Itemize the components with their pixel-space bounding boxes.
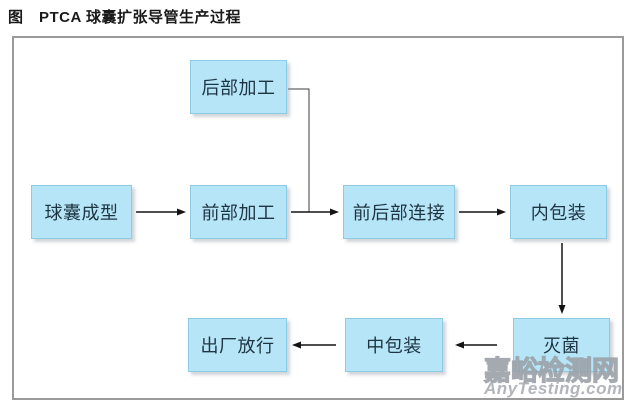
flow-node-sterilization: 灭菌 <box>513 318 610 372</box>
flow-node-factory-release: 出厂放行 <box>188 318 287 372</box>
flow-arrows <box>136 88 566 349</box>
connector-rear-to-junction <box>288 88 310 212</box>
diagram-frame: 后部加工 球囊成型 前部加工 前后部连接 内包装 出厂放行 中包装 灭菌 <box>12 36 624 400</box>
figure-title: 图 PTCA 球囊扩张导管生产过程 <box>8 9 241 26</box>
flow-node-middle-packaging: 中包装 <box>345 318 443 372</box>
flow-node-inner-packaging: 内包装 <box>510 185 607 239</box>
flow-node-front-rear-connection: 前后部连接 <box>343 185 455 239</box>
flow-node-balloon-forming: 球囊成型 <box>31 185 132 239</box>
flow-node-rear-processing: 后部加工 <box>190 60 287 114</box>
flow-node-front-processing: 前部加工 <box>190 185 287 239</box>
